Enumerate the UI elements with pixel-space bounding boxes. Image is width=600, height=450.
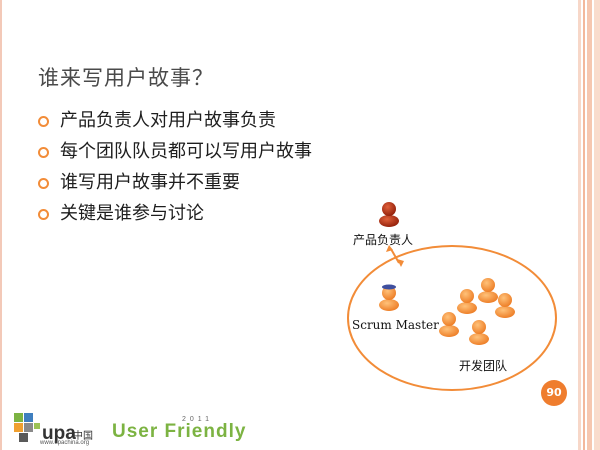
user-friendly-year: 2011 bbox=[182, 416, 214, 423]
page-number-badge: 90 bbox=[541, 380, 567, 406]
bullet-text: 谁写用户故事并不重要 bbox=[60, 172, 240, 193]
development-team-label: 开发团队 bbox=[459, 359, 508, 373]
bullet-item: 产品负责人对用户故事负责 bbox=[38, 108, 312, 139]
left-border bbox=[0, 0, 2, 450]
bullet-icon bbox=[38, 209, 49, 220]
scrum-master-label: Scrum Master bbox=[352, 318, 439, 332]
bullet-text: 每个团队队员都可以写用户故事 bbox=[60, 141, 312, 162]
upa-logo-cn: 中国 bbox=[73, 431, 93, 442]
bullet-text: 产品负责人对用户故事负责 bbox=[60, 110, 276, 131]
double-arrow-icon bbox=[386, 245, 404, 267]
product-owner-icon bbox=[379, 202, 399, 227]
slide-title: 谁来写用户故事？ bbox=[38, 66, 214, 90]
right-decorative-stripes bbox=[578, 0, 600, 450]
team-member-icon bbox=[478, 278, 498, 303]
upa-logo-text: upa bbox=[42, 423, 76, 444]
bullet-icon bbox=[38, 147, 49, 158]
bullet-item: 关键是谁参与讨论 bbox=[38, 201, 312, 232]
upa-logo-icon bbox=[14, 413, 40, 442]
team-member-icon bbox=[457, 289, 477, 314]
team-circle bbox=[347, 245, 557, 391]
bullet-text: 关键是谁参与讨论 bbox=[60, 203, 204, 224]
bullet-list: 产品负责人对用户故事负责 每个团队队员都可以写用户故事 谁写用户故事并不重要 关… bbox=[38, 108, 312, 232]
team-member-icon bbox=[469, 320, 489, 345]
upa-url: www.upachina.org bbox=[40, 440, 90, 446]
scrum-master-icon bbox=[379, 284, 399, 311]
bullet-item: 每个团队队员都可以写用户故事 bbox=[38, 139, 312, 170]
bullet-item: 谁写用户故事并不重要 bbox=[38, 170, 312, 201]
team-member-icon bbox=[495, 293, 515, 318]
bullet-icon bbox=[38, 116, 49, 127]
product-owner-label: 产品负责人 bbox=[353, 233, 414, 247]
bullet-icon bbox=[38, 178, 49, 189]
team-member-icon bbox=[439, 312, 459, 337]
user-friendly-logo: User Friendly bbox=[112, 421, 247, 442]
